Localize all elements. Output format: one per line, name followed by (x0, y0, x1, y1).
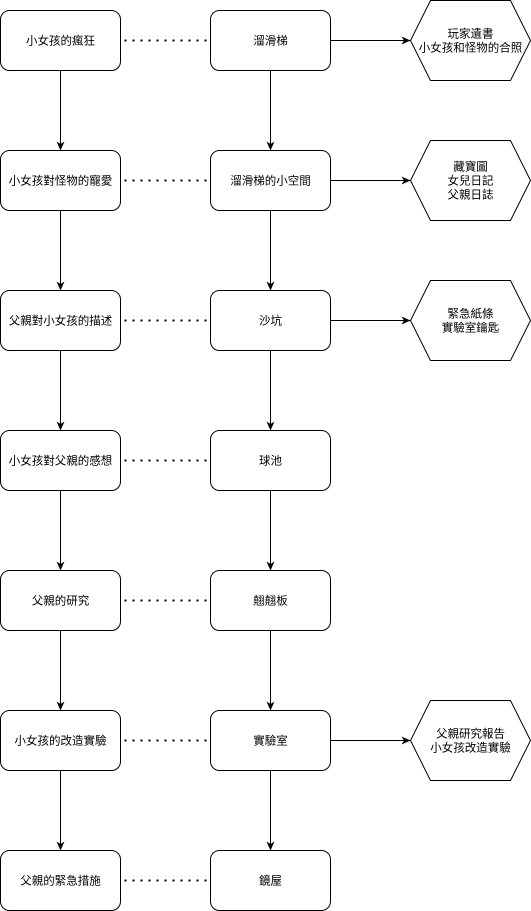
left-box-6-shape (0, 710, 121, 771)
item-hexagon-shape (409, 140, 531, 221)
middle-box-4-shape (210, 430, 331, 491)
middle-box-6-shape (210, 710, 331, 771)
middle-box-6-label: 實驗室 (253, 734, 288, 748)
middle-box-2-label: 溜滑梯的小空間 (230, 174, 311, 188)
middle-box-4: 球池 (210, 430, 331, 491)
left-box-2-label: 小女孩對怪物的寵愛 (9, 174, 113, 188)
item-hexagon-line: 玩家遺書 (448, 27, 494, 41)
left-box-1-shape (0, 10, 121, 71)
middle-box-5-label: 翹翹板 (253, 594, 288, 608)
left-box-7: 父親的緊急措施 (0, 850, 121, 911)
item-hexagon-shape (409, 700, 531, 781)
left-box-1-label: 小女孩的瘋狂 (26, 34, 95, 48)
middle-box-6: 實驗室 (210, 710, 331, 771)
left-box-3-shape (0, 290, 121, 351)
left-box-4: 小女孩對父親的感想 (0, 430, 121, 491)
middle-box-1-shape (210, 10, 331, 71)
item-hexagon-line: 父親研究報告 (436, 727, 505, 741)
item-hexagon-line: 藏寶圖 (453, 160, 488, 174)
left-box-3-label: 父親對小女孩的描述 (9, 314, 113, 328)
middle-box-1: 溜滑梯 (210, 10, 331, 71)
middle-box-1-label: 溜滑梯 (253, 34, 288, 48)
left-box-7-label: 父親的緊急措施 (20, 874, 101, 888)
item-hexagon-shape (409, 0, 531, 81)
middle-box-5: 翹翹板 (210, 570, 331, 631)
middle-box-5-shape (210, 570, 331, 631)
left-box-5-shape (0, 570, 121, 631)
item-hexagon-line: 父親日誌 (448, 188, 494, 202)
connectors-layer (56, 36, 411, 882)
left-box-2-shape (0, 150, 121, 211)
middle-box-4-label: 球池 (259, 454, 282, 468)
item-hexagon-line: 實驗室鑰匙 (442, 321, 500, 335)
left-box-2: 小女孩對怪物的寵愛 (0, 150, 121, 211)
left-box-4-label: 小女孩對父親的感想 (9, 454, 113, 468)
middle-box-7-label: 鏡屋 (259, 874, 282, 888)
middle-box-3-label: 沙坑 (259, 314, 282, 328)
item-hexagon-line: 女兒日記 (448, 174, 494, 188)
left-box-1: 小女孩的瘋狂 (0, 10, 121, 71)
middle-box-3: 沙坑 (210, 290, 331, 351)
item-hexagon-line: 小女孩改造實驗 (430, 741, 511, 755)
left-box-3: 父親對小女孩的描述 (0, 290, 121, 351)
item-hexagon-shape (409, 280, 531, 361)
left-box-6-label: 小女孩的改造實驗 (15, 734, 107, 748)
item-hexagon-line: 緊急紙條 (448, 307, 494, 321)
left-box-4-shape (0, 430, 121, 491)
middle-box-3-shape (210, 290, 331, 351)
left-box-5-label: 父親的研究 (32, 594, 90, 608)
left-box-5: 父親的研究 (0, 570, 121, 631)
item-hexagon-line: 小女孩和怪物的合照 (419, 41, 523, 55)
middle-box-2-shape (210, 150, 331, 211)
left-box-6: 小女孩的改造實驗 (0, 710, 121, 771)
middle-box-2: 溜滑梯的小空間 (210, 150, 331, 211)
middle-box-7: 鏡屋 (210, 850, 331, 911)
